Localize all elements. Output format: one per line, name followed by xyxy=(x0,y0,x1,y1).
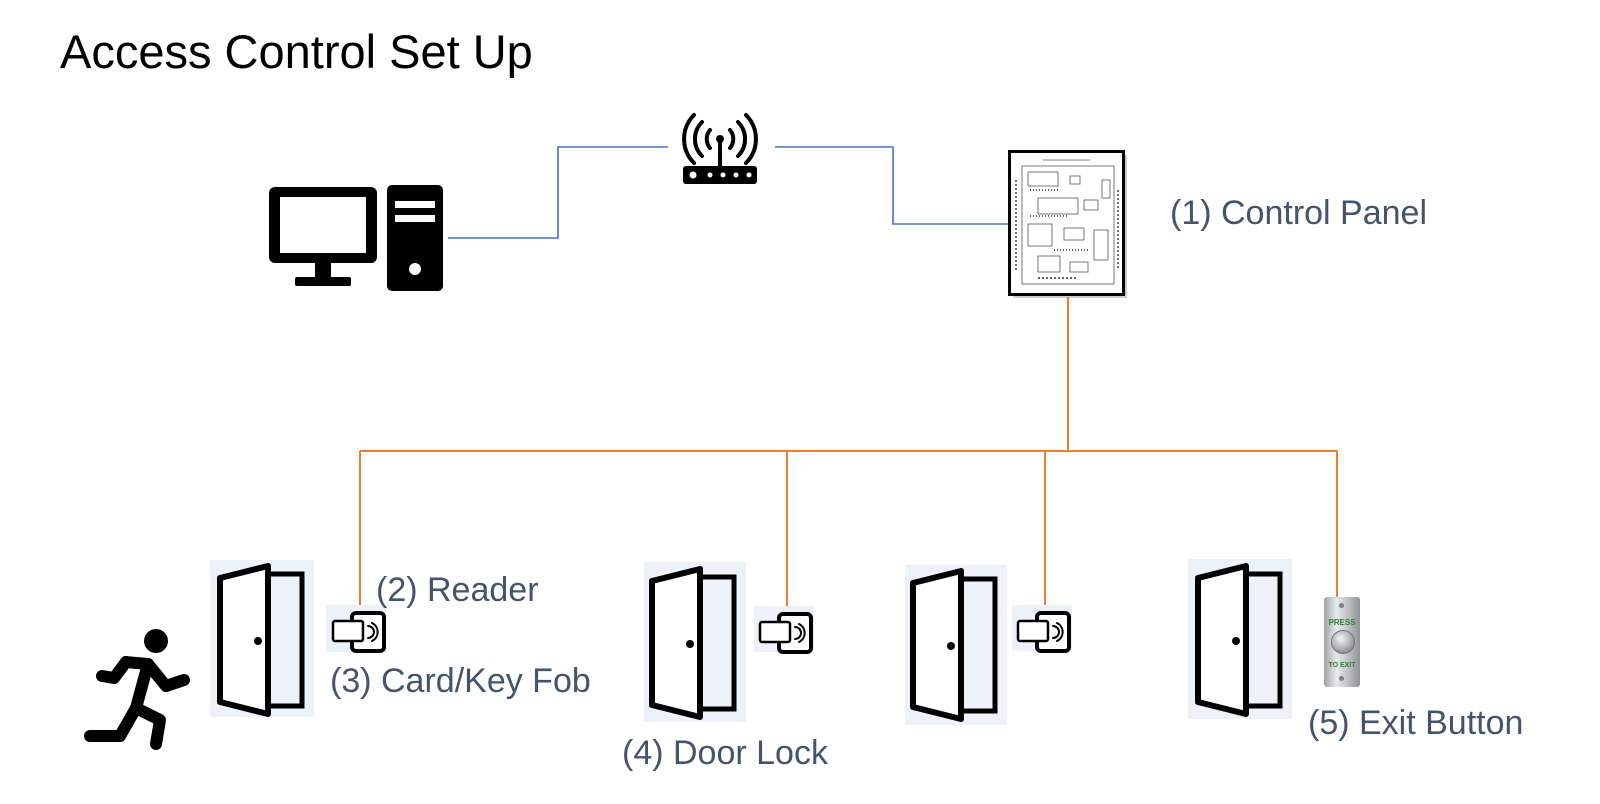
network-cable-computer-router xyxy=(448,146,668,239)
door-icon xyxy=(649,566,737,720)
exit-button-label: (5) Exit Button xyxy=(1308,704,1524,742)
wifi-router-icon xyxy=(682,113,758,184)
door-icon xyxy=(1195,563,1283,717)
reader-label: (2) Reader xyxy=(376,571,539,609)
door-icon xyxy=(217,563,305,717)
desktop-computer-icon xyxy=(269,185,443,291)
network-cable-router-panel xyxy=(775,146,1010,225)
exit-button-press-text: PRESS xyxy=(1328,618,1356,627)
card-reader-icon xyxy=(331,611,386,653)
card-key-fob-label: (3) Card/Key Fob xyxy=(330,662,591,700)
exit-button-icon: PRESS TO EXIT xyxy=(1324,597,1360,687)
push-button-icon xyxy=(1331,630,1355,654)
screw-icon xyxy=(1339,603,1344,608)
page-title: Access Control Set Up xyxy=(60,25,533,78)
running-person-icon xyxy=(84,629,190,750)
screw-icon xyxy=(1339,676,1344,681)
door-lock-label: (4) Door Lock xyxy=(622,734,828,772)
card-reader-icon xyxy=(1016,611,1071,653)
door-icon xyxy=(910,568,998,722)
control-panel-board-icon xyxy=(1008,150,1127,298)
card-reader-icon xyxy=(758,612,813,654)
exit-button-toexit-text: TO EXIT xyxy=(1328,662,1356,669)
control-panel-label: (1) Control Panel xyxy=(1170,194,1428,232)
